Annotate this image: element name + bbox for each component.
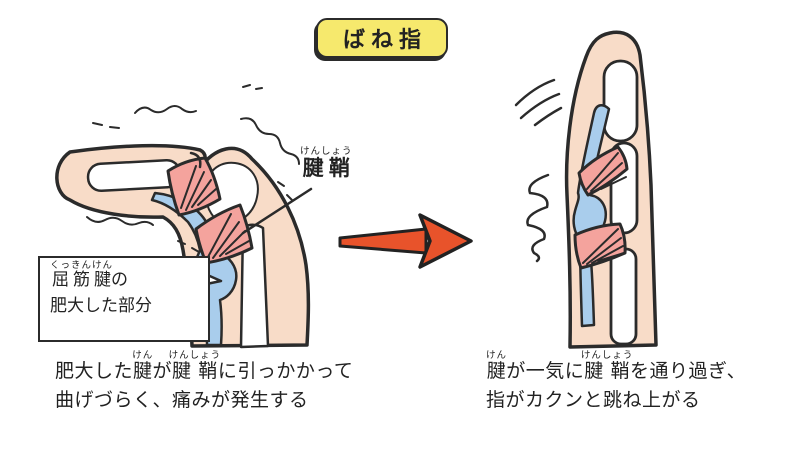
- arrow-shaft: [338, 227, 428, 255]
- right-caption-line2: 指がカクンと跳ね上がる: [486, 388, 701, 411]
- left-caption-line1: 肥大した腱けんが腱鞘けんしょうに引っかかって: [55, 350, 354, 382]
- right-caption: 腱けんが一気に腱鞘けんしょうを通り過ぎ、 指がカクンと跳ね上がる: [486, 350, 786, 412]
- distal-bone-ring: [602, 59, 639, 143]
- tendon-sheath-band-upper: [577, 145, 629, 197]
- tendon-sheath-band-lower: [573, 222, 627, 270]
- transition-arrow: [338, 213, 473, 269]
- title-box: ばね指: [316, 18, 448, 58]
- sheath-label-text: 腱鞘けんしょう: [300, 146, 353, 180]
- motion-lines: [514, 78, 563, 127]
- tendon-sheath-band-lower: [194, 203, 254, 265]
- lower-cross-section-gap: [609, 247, 638, 346]
- fingertip-bone: [86, 159, 182, 192]
- sheath-label: 腱鞘けんしょう: [300, 146, 390, 182]
- snap-zigzag: [526, 173, 550, 263]
- callout-box: 屈筋腱くっきんけんの 肥大した部分: [38, 256, 210, 342]
- straight-finger-diagram: [514, 30, 658, 349]
- page-title: ばね指: [342, 28, 427, 53]
- tendon-sheath-band-upper: [166, 156, 222, 217]
- callout-line1: 屈筋腱くっきんけんの: [50, 260, 129, 290]
- left-caption: 肥大した腱けんが腱鞘けんしょうに引っかかって 曲げづらく、痛みが発生する: [55, 350, 405, 412]
- callout-line2: 肥大した部分: [50, 296, 152, 317]
- knuckle-crease: [189, 151, 202, 169]
- sheath-label-pointer: [241, 187, 313, 235]
- left-caption-line2: 曲げづらく、痛みが発生する: [55, 388, 309, 411]
- right-caption-line1: 腱けんが一気に腱鞘けんしょうを通り過ぎ、: [486, 350, 747, 382]
- arrow-head: [418, 213, 473, 269]
- bent-finger-diagram: [55, 84, 313, 349]
